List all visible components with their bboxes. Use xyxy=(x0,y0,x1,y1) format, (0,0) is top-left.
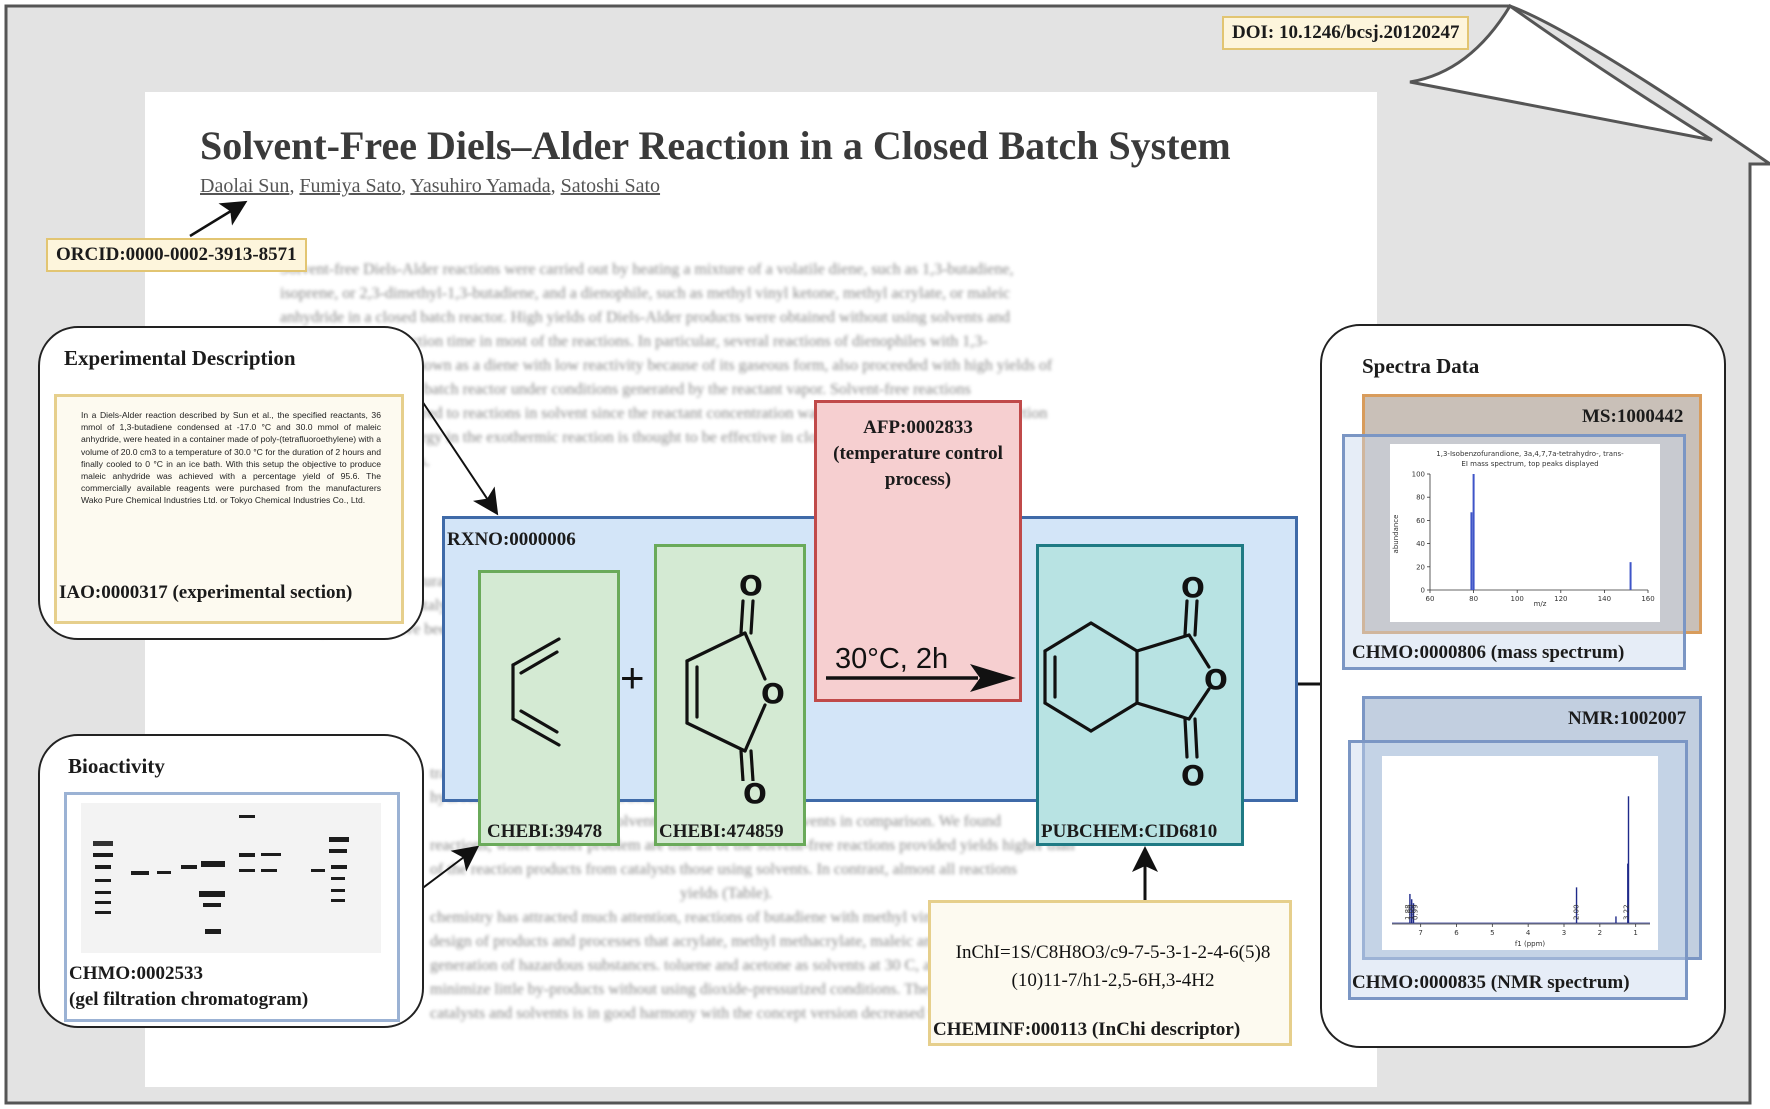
ms-x-tick-label: 140 xyxy=(1598,595,1611,603)
oxygen-atom: O xyxy=(1204,663,1228,696)
ms-xlabel: m/z xyxy=(1534,600,1547,608)
nmr-xlabel: f1 (ppm) xyxy=(1515,940,1546,948)
ms-plot-title: 1,3-Isobenzofurandione, 3a,4,7,7a-tetrah… xyxy=(1436,450,1624,458)
inchi-box: InChI=1S/C8H8O3/c9-7-5-3-1-2-4-6(5)8(10)… xyxy=(928,900,1292,1046)
nmr-x-tick-label: 1 xyxy=(1633,929,1637,937)
ms-x-tick-label: 120 xyxy=(1554,595,1567,603)
product-box: O O O PUBCHEM:CID6810 xyxy=(1036,544,1244,846)
nmr-label: NMR:1002007 xyxy=(1568,708,1687,729)
author-list: Daolai Sun, Fumiya Sato, Yasuhiro Yamada… xyxy=(200,175,661,197)
author-link[interactable]: Yasuhiro Yamada xyxy=(410,175,551,197)
paper-title: Solvent-Free Diels–Alder Reaction in a C… xyxy=(200,123,1231,168)
ms-peak-bar xyxy=(1470,512,1473,590)
ms-y-tick-label: 80 xyxy=(1416,494,1425,502)
ms-ylabel: abundance xyxy=(1392,515,1400,554)
product-structure: O O O xyxy=(1043,571,1228,792)
ms-y-tick-label: 20 xyxy=(1416,563,1425,571)
experimental-text-box: In a Diels-Alder reaction described by S… xyxy=(54,394,404,624)
maleic-anhydride-structure: O O xyxy=(685,569,785,781)
inchi-text: InChI=1S/C8H8O3/c9-7-5-3-1-2-4-6(5)8(10)… xyxy=(955,942,1271,991)
ms-y-tick-label: 40 xyxy=(1416,540,1425,548)
bioactivity-title: Bioactivity xyxy=(68,754,165,778)
ms-y-tick-label: 0 xyxy=(1421,587,1425,595)
experimental-label: IAO:0000317 (experimental section) xyxy=(59,582,353,603)
oxygen-atom: O xyxy=(743,777,767,810)
spectra-title: Spectra Data xyxy=(1362,354,1480,378)
oxygen-atom: O xyxy=(1181,571,1205,604)
process-box: AFP:0002833 (temperature control process… xyxy=(814,400,1022,702)
ms-caption: CHMO:0000806 (mass spectrum) xyxy=(1352,642,1625,663)
oxygen-atom: O xyxy=(761,677,785,710)
ms-x-tick-label: 100 xyxy=(1511,595,1524,603)
gel-image xyxy=(81,803,381,953)
reaction-arrow xyxy=(826,664,1016,692)
nmr-integral-label: 1.88 xyxy=(1404,904,1412,920)
bioactivity-label-line2: (gel filtration chromatogram) xyxy=(69,989,309,1010)
experimental-text: In a Diels-Alder reaction described by S… xyxy=(81,410,381,506)
nmr-integral-label: 0.99 xyxy=(1411,904,1419,920)
reactant2-box: O O O CHEBI:474859 xyxy=(654,544,806,846)
nmr-integral-label: 3.22 xyxy=(1623,904,1631,920)
orcid-tag[interactable]: ORCID:0000-0002-3913-8571 xyxy=(46,238,307,272)
butadiene-structure xyxy=(511,637,561,747)
ms-peak-bar xyxy=(1472,474,1475,590)
nmr-integral-label: 1.00 xyxy=(1408,904,1416,920)
nmr-x-tick-label: 2 xyxy=(1598,929,1602,937)
gel-image-box: CHMO:0002533 (gel filtration chromatogra… xyxy=(64,792,400,1022)
nmr-x-tick-label: 7 xyxy=(1418,929,1422,937)
nmr-x-tick-label: 4 xyxy=(1526,929,1531,937)
nmr-integral-label: 2.00 xyxy=(1573,904,1581,920)
experimental-title: Experimental Description xyxy=(64,346,296,370)
oxygen-atom: O xyxy=(739,569,763,602)
reaction-condition: 30°C, 2h xyxy=(835,643,949,675)
ms-plot-subtitle: EI mass spectrum, top peaks displayed xyxy=(1461,460,1598,468)
oxygen-atom: O xyxy=(1181,759,1205,792)
reactant2-label: CHEBI:474859 xyxy=(659,821,784,842)
nmr-x-tick-label: 3 xyxy=(1562,929,1566,937)
bioactivity-label-line1: CHMO:0002533 xyxy=(69,963,204,984)
inchi-label: CHEMINF:000113 (InChi descriptor) xyxy=(933,1019,1241,1040)
bioactivity-callout: Bioactivity xyxy=(38,734,424,1028)
process-label: AFP:0002833 (temperature control process… xyxy=(833,417,1003,490)
ms-chart: 1,3-Isobenzofurandione, 3a,4,7,7a-tetrah… xyxy=(1390,444,1660,622)
ms-peak-bar xyxy=(1629,562,1632,590)
author-link[interactable]: Satoshi Sato xyxy=(560,175,661,197)
product-label: PUBCHEM:CID6810 xyxy=(1041,821,1218,842)
ms-x-tick-label: 80 xyxy=(1469,595,1478,603)
author-link[interactable]: Fumiya Sato xyxy=(299,175,402,197)
ms-x-tick-label: 60 xyxy=(1426,595,1435,603)
ms-label: MS:1000442 xyxy=(1582,406,1684,427)
nmr-caption: CHMO:0000835 (NMR spectrum) xyxy=(1352,972,1630,993)
nmr-x-tick-label: 6 xyxy=(1454,929,1459,937)
doi-tag[interactable]: DOI: 10.1246/bcsj.20120247 xyxy=(1222,16,1470,50)
ms-x-tick-label: 160 xyxy=(1641,595,1654,603)
reactant1-box: CHEBI:39478 xyxy=(478,570,620,846)
reaction-label: RXNO:0000006 xyxy=(447,529,576,550)
plus-sign: + xyxy=(620,654,645,701)
ms-y-tick-label: 60 xyxy=(1416,517,1425,525)
reactant1-label: CHEBI:39478 xyxy=(487,821,603,842)
nmr-x-tick-label: 5 xyxy=(1490,929,1494,937)
experimental-callout: Experimental Description In a Diels-Alde… xyxy=(38,326,424,640)
nmr-chart: f1 (ppm) 7 6 5 4 3 2 1 1.881.000.99 2.00 3.22 xyxy=(1382,756,1658,950)
author-link[interactable]: Daolai Sun xyxy=(200,175,290,197)
ms-y-tick-label: 100 xyxy=(1412,471,1425,479)
